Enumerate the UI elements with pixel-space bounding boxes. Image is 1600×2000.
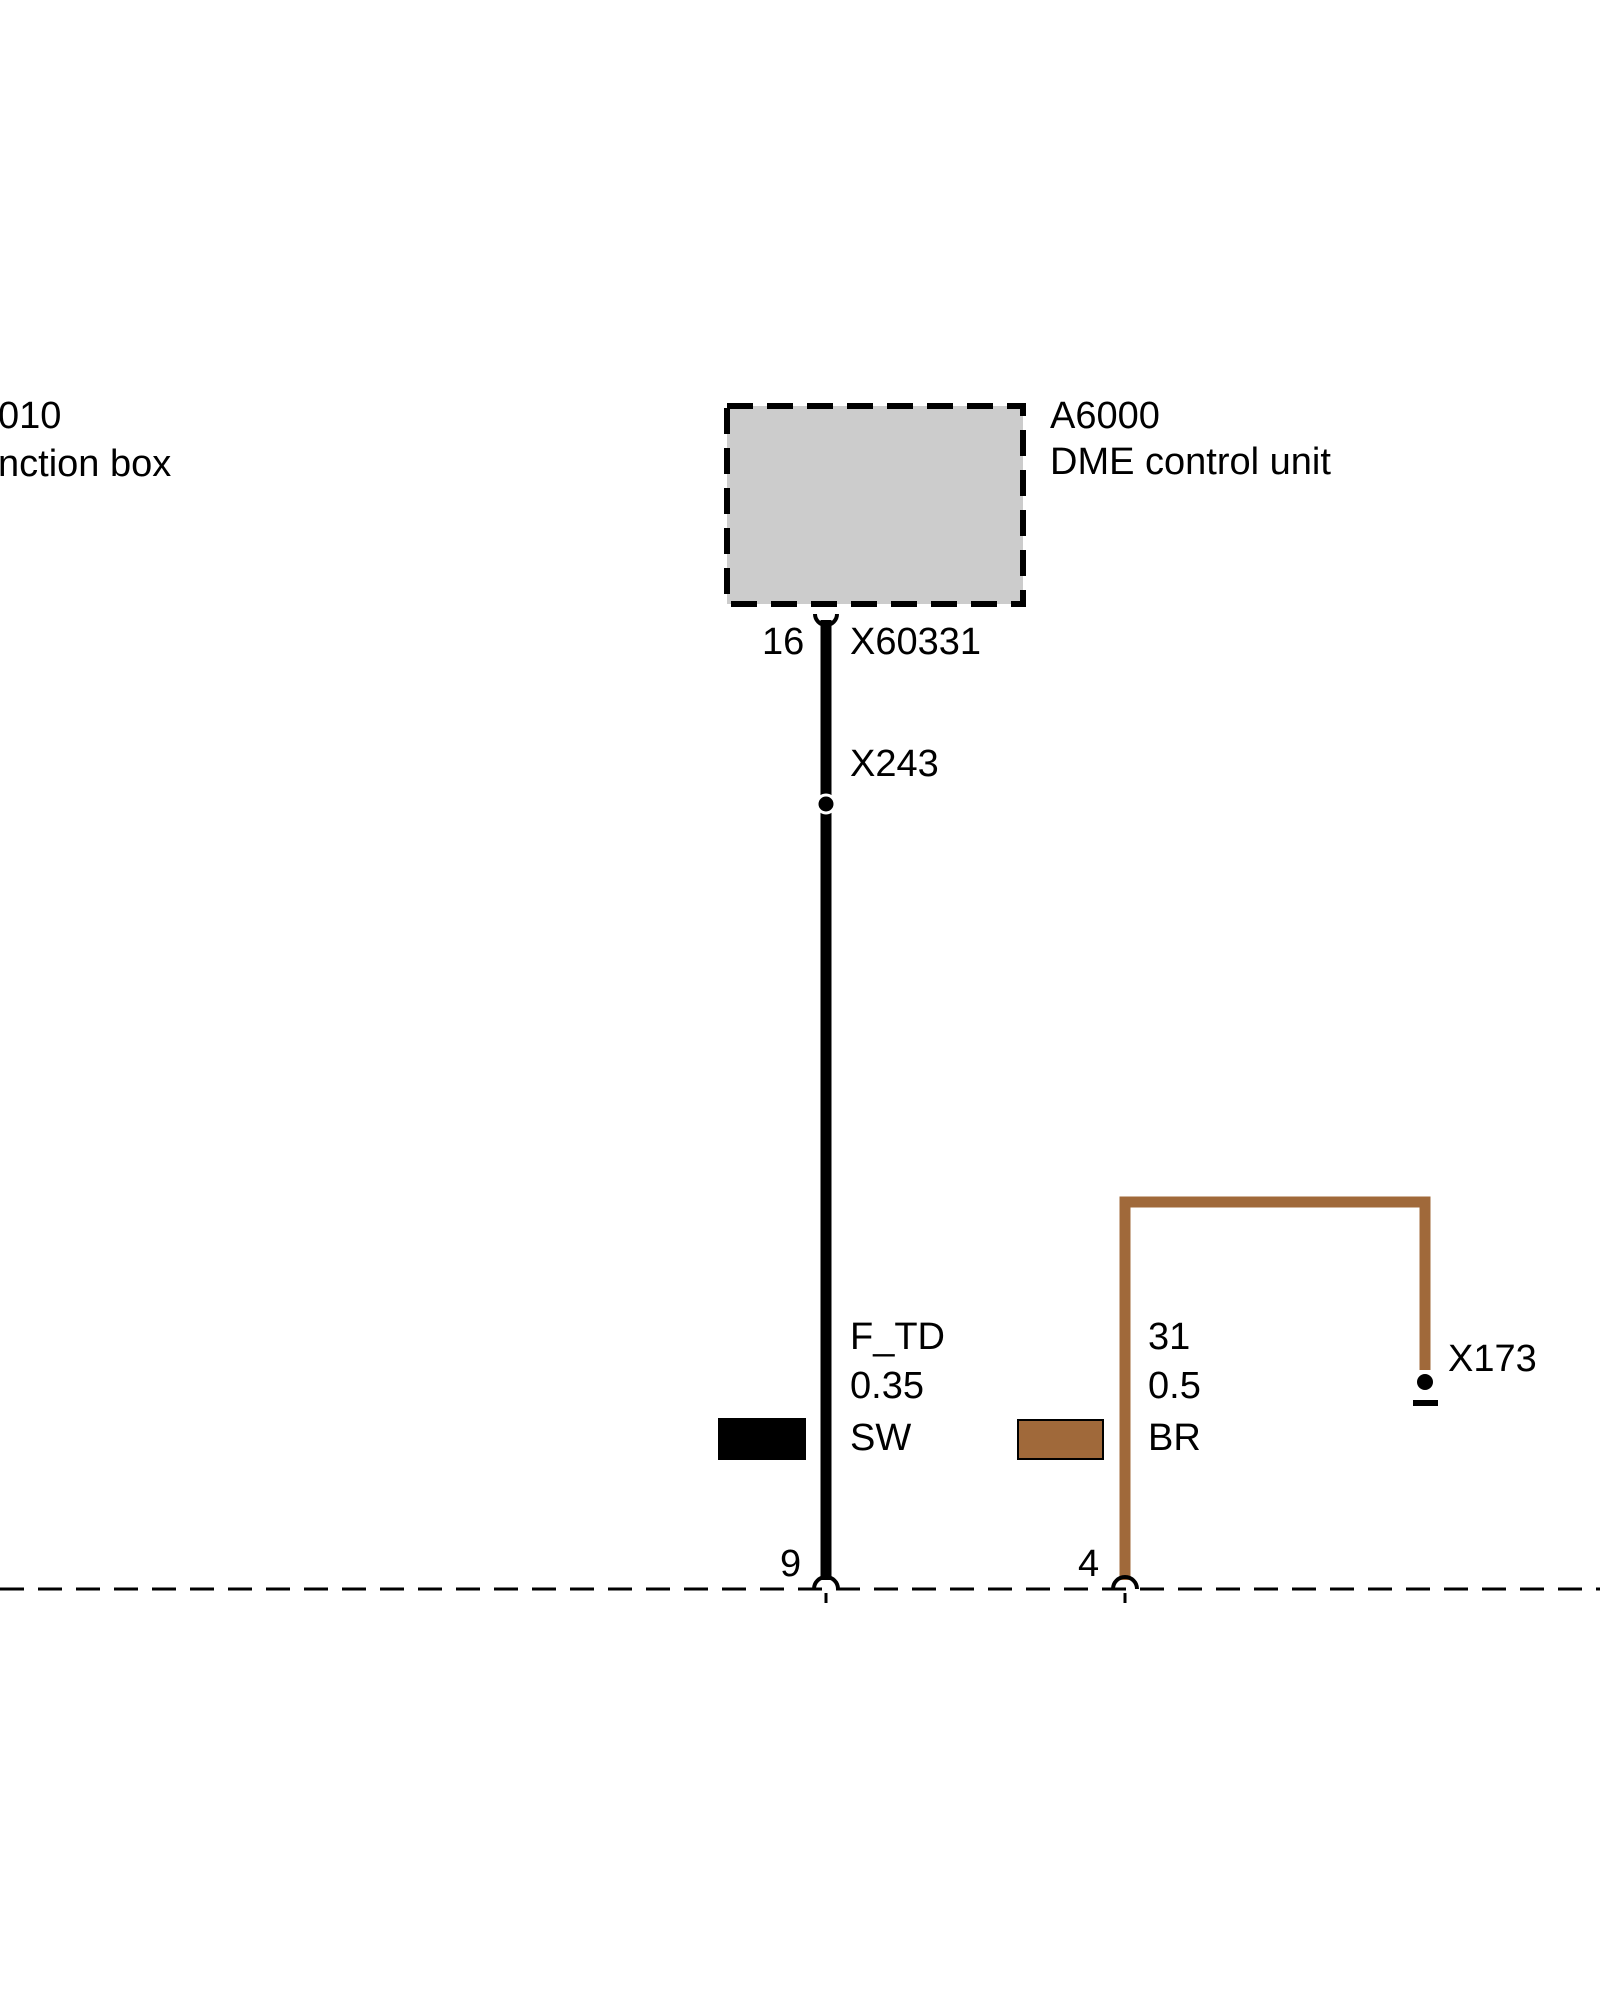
pin-4-symbol <box>1111 1575 1139 1590</box>
wire-31-color-swatch <box>1017 1419 1104 1460</box>
dme-unit-name: DME control unit <box>1050 441 1331 483</box>
left-component-name: nction box <box>0 443 171 485</box>
splice-x243-dot <box>815 793 837 815</box>
ground-x173-dot <box>1417 1374 1433 1390</box>
splice-x243-label: X243 <box>850 743 939 785</box>
pin-9-label: 9 <box>780 1543 801 1585</box>
dme-control-unit-box[interactable] <box>724 403 1026 607</box>
wire-f-td-color-code: SW <box>850 1417 911 1459</box>
wire-31-signal: 31 <box>1148 1316 1190 1358</box>
pin-4-label: 4 <box>1078 1543 1099 1585</box>
wire-f-td-cross-section: 0.35 <box>850 1365 924 1407</box>
wire-31-cross-section: 0.5 <box>1148 1365 1201 1407</box>
connector-x60331-label: X60331 <box>850 621 981 663</box>
wire-31-color-code: BR <box>1148 1417 1201 1459</box>
left-component-code: 010 <box>0 395 61 437</box>
dme-unit-code: A6000 <box>1050 395 1160 437</box>
wire-f-td-color-swatch <box>718 1418 806 1460</box>
ground-x173-bar <box>1413 1400 1438 1406</box>
pin-9-symbol <box>812 1575 840 1590</box>
wire-f-td-signal: F_TD <box>850 1316 945 1358</box>
connector-x60331-pin: 16 <box>762 621 804 663</box>
wire-31[interactable] <box>1119 1196 1431 1580</box>
ground-x173-label: X173 <box>1448 1338 1537 1380</box>
